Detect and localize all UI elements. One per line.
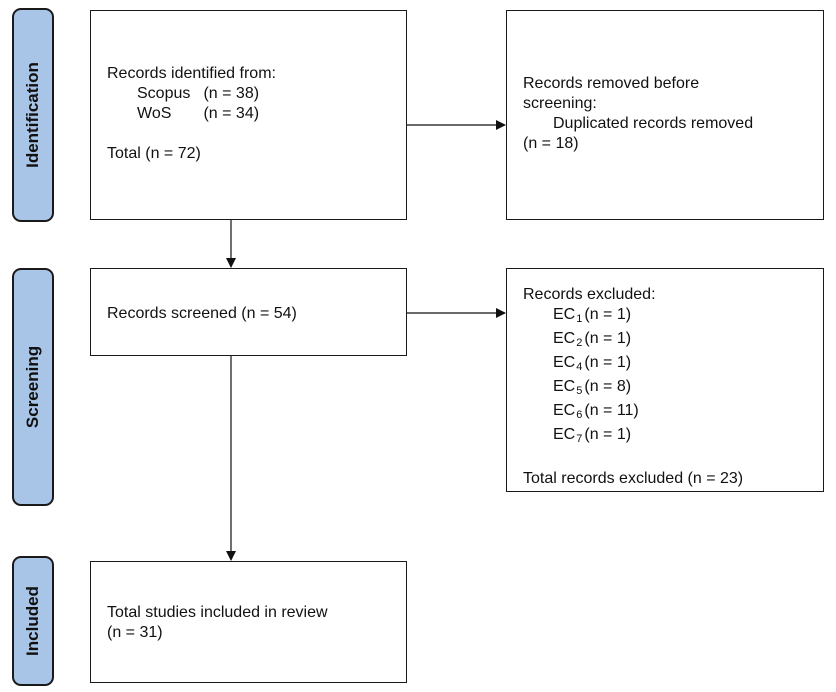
exclusion-criterion: EC7(n = 1) bbox=[553, 426, 632, 445]
source-scopus: Scopus (n = 38) bbox=[107, 84, 406, 104]
exclusion-criterion: EC6(n = 11) bbox=[553, 402, 639, 421]
records-removed-heading-1: Records removed before bbox=[523, 75, 700, 92]
studies-included-box: Total studies included in review (n = 31… bbox=[90, 561, 407, 683]
source-wos-count: (n = 34) bbox=[203, 105, 260, 122]
phase-included: Included bbox=[12, 556, 54, 686]
records-identified-total: Total (n = 72) bbox=[107, 145, 201, 162]
studies-included-text: Total studies included in review bbox=[107, 604, 328, 621]
records-removed-heading-2: screening: bbox=[523, 95, 597, 112]
phase-screening: Screening bbox=[12, 268, 54, 506]
records-excluded-box: Records excluded: EC1(n = 1) EC2(n = 1) … bbox=[506, 268, 824, 492]
exclusion-criterion: EC1(n = 1) bbox=[553, 306, 632, 325]
exclusion-criterion: EC5(n = 8) bbox=[553, 378, 632, 397]
records-identified-heading: Records identified from: bbox=[107, 65, 276, 82]
studies-included-count: (n = 31) bbox=[107, 624, 163, 641]
records-screened-text: Records screened (n = 54) bbox=[107, 305, 297, 322]
records-excluded-total: Total records excluded (n = 23) bbox=[523, 470, 744, 487]
records-identified-box: Records identified from: Scopus (n = 38)… bbox=[90, 10, 407, 220]
records-excluded-heading: Records excluded: bbox=[523, 286, 656, 303]
records-removed-box: Records removed before screening: Duplic… bbox=[506, 10, 824, 220]
exclusion-criterion: EC2(n = 1) bbox=[553, 330, 632, 349]
source-scopus-name: Scopus bbox=[137, 85, 191, 102]
duplicates-removed-count: (n = 18) bbox=[523, 135, 579, 152]
records-screened-box: Records screened (n = 54) bbox=[90, 268, 407, 356]
source-scopus-count: (n = 38) bbox=[203, 85, 260, 102]
duplicates-removed-label: Duplicated records removed bbox=[553, 115, 754, 132]
phase-identification: Identification bbox=[12, 8, 54, 222]
source-wos-name: WoS bbox=[137, 105, 172, 122]
exclusion-criterion: EC4(n = 1) bbox=[553, 354, 632, 373]
source-wos: WoS (n = 34) bbox=[107, 104, 406, 124]
